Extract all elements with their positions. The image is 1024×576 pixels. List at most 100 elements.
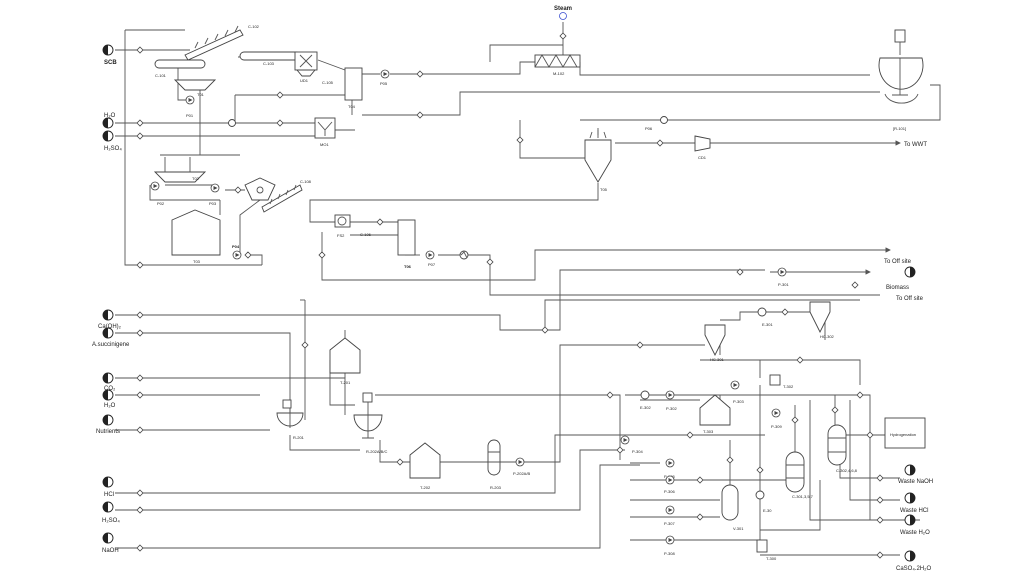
stream-in-caoh2: Ca(OH)₂ xyxy=(98,324,122,330)
valves xyxy=(136,32,884,559)
pump-icon xyxy=(665,458,675,468)
mixer-m102: M-102 xyxy=(534,54,581,76)
valve-icon xyxy=(791,416,799,424)
tag-p302: P-302 xyxy=(666,406,677,411)
valve-icon xyxy=(276,119,284,127)
vessel-t302: T-302 xyxy=(769,374,794,389)
tag-t201: T-201 xyxy=(340,380,351,385)
heater-icon xyxy=(757,307,767,317)
stream-in-icon xyxy=(102,327,114,339)
hopper-t02: T02 xyxy=(153,157,207,183)
stream-in-icon xyxy=(102,130,114,142)
pump-icon xyxy=(185,95,195,105)
valve-icon xyxy=(726,456,734,464)
valve-icon xyxy=(416,70,424,78)
valve-icon xyxy=(876,551,884,559)
tag-e302: E-302 xyxy=(640,405,651,410)
tag-t300: T-300 xyxy=(766,556,777,561)
tag-t202: T-202 xyxy=(420,485,431,490)
rotary-filter xyxy=(244,177,276,201)
vessel-v301: V-301 xyxy=(721,484,744,531)
tag-hc302: HC-302 xyxy=(820,334,835,339)
tag-c105: C-105 xyxy=(322,80,334,85)
tank-t202: T-202 xyxy=(409,442,441,490)
valve-icon xyxy=(856,391,864,399)
tag-mo1: MO1 xyxy=(320,142,329,147)
valve-icon xyxy=(301,341,309,349)
valve-icon xyxy=(244,251,252,259)
valve-icon xyxy=(851,281,859,289)
pump-icon xyxy=(665,505,675,515)
valve-icon xyxy=(396,458,404,466)
stream-in-icon xyxy=(102,389,114,401)
tag-e30: E-30 xyxy=(763,508,772,513)
tag-e301: E-301 xyxy=(762,322,773,327)
tag-c106: C-106 xyxy=(360,232,372,237)
input-streams: SCB H₂O H₂SO₄ Ca(OH)₂ A.succinigene CO₂ … xyxy=(92,44,130,554)
tag-p306: P-306 xyxy=(664,489,675,494)
stream-in-h2so4: H₂SO₄ xyxy=(104,146,122,152)
tag-r202: R-202A/B/C xyxy=(366,449,387,454)
tag-t04: T04 xyxy=(348,104,356,109)
stream-in-h2so4-2: H₂SO₄ xyxy=(102,518,120,524)
valve-icon xyxy=(276,91,284,99)
valve-icon xyxy=(686,431,694,439)
steam-icon xyxy=(559,12,567,20)
conveyor-c101: C-101 xyxy=(154,59,206,78)
tag-t02: T02 xyxy=(192,176,200,181)
stream-in-icon xyxy=(102,44,114,56)
unloader-ud1: UD1 C-105 xyxy=(294,51,334,85)
steam-inlet: Steam xyxy=(554,6,572,20)
stream-in-icon xyxy=(102,309,114,321)
stream-in-scb: SCB xyxy=(104,60,117,66)
stream-out-biomass: Biomass xyxy=(886,285,909,291)
tag-t302b: T-302 xyxy=(783,384,794,389)
valve-icon xyxy=(234,186,242,194)
reactor-r202: R-202A/B/C xyxy=(353,392,387,454)
tag-t303: T-303 xyxy=(703,429,714,434)
stream-out-offsite-2: To Off site xyxy=(896,296,924,302)
stream-in-co2: CO₂ xyxy=(104,386,116,392)
tag-p301: P-301 xyxy=(778,282,789,287)
equipment-top: C-102 C-101 T01 P01 C-103 UD1 C-105 xyxy=(150,24,924,287)
piping-bottom xyxy=(115,269,920,556)
stream-in-icon xyxy=(102,117,114,129)
valve-icon xyxy=(136,489,144,497)
valve-icon xyxy=(136,374,144,382)
output-streams: To WWT To Off site Biomass To Off site W… xyxy=(884,142,933,572)
pump-icon xyxy=(232,250,242,260)
equipment-bottom: HC-301 E-301 HC-302 T-302 T-201 R-201 xyxy=(276,301,926,561)
conveyor-c108: C-108 xyxy=(261,179,312,213)
tag-t01: T01 xyxy=(197,92,205,97)
pump-icon xyxy=(771,408,781,418)
valve-icon xyxy=(376,218,384,226)
pump-icon xyxy=(665,390,675,400)
stream-out-caso4: CaSO₄.2H₂O xyxy=(896,566,931,572)
valve-icon xyxy=(136,261,144,269)
valve-icon xyxy=(136,426,144,434)
stream-out-icon xyxy=(904,492,916,504)
tag-t05: T05 xyxy=(600,187,608,192)
tag-p303: P-303 xyxy=(733,399,744,404)
hydrogenation-unit: Hydrogenation xyxy=(884,417,926,449)
tag-v301: V-301 xyxy=(733,526,744,531)
tag-p03: P03 xyxy=(209,201,217,206)
tag-hc301: HC-301 xyxy=(710,357,725,362)
valve-icon xyxy=(516,136,524,144)
pump-icon xyxy=(380,69,390,79)
tag-c101: C-101 xyxy=(155,73,167,78)
valve-icon xyxy=(541,326,549,334)
tag-r201: R-201 xyxy=(293,435,305,440)
heater-icon xyxy=(755,490,765,500)
stream-in-icon xyxy=(102,476,114,488)
stream-in-icon xyxy=(102,372,114,384)
tag-c103: C-103 xyxy=(263,61,275,66)
hydrogenation-label: Hydrogenation xyxy=(890,432,916,437)
hydrocyclone-hc302: HC-302 xyxy=(809,301,835,339)
column-c301: C-301,3,5,7 xyxy=(785,451,814,499)
valve-icon xyxy=(756,466,764,474)
tag-p309: P-309 xyxy=(771,424,782,429)
stream-in-icon xyxy=(102,414,114,426)
valve-icon xyxy=(696,476,704,484)
